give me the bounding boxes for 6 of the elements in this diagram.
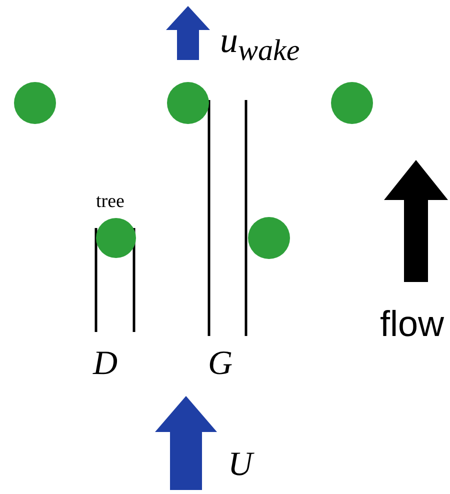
dimension-label: G: [208, 347, 233, 381]
velocity-label: u$_{wake}$: [220, 22, 300, 66]
dimension-label: D: [93, 347, 118, 381]
flow-label: flow: [380, 306, 444, 342]
velocity-label: U: [228, 448, 253, 482]
tree-label: tree: [96, 192, 124, 211]
